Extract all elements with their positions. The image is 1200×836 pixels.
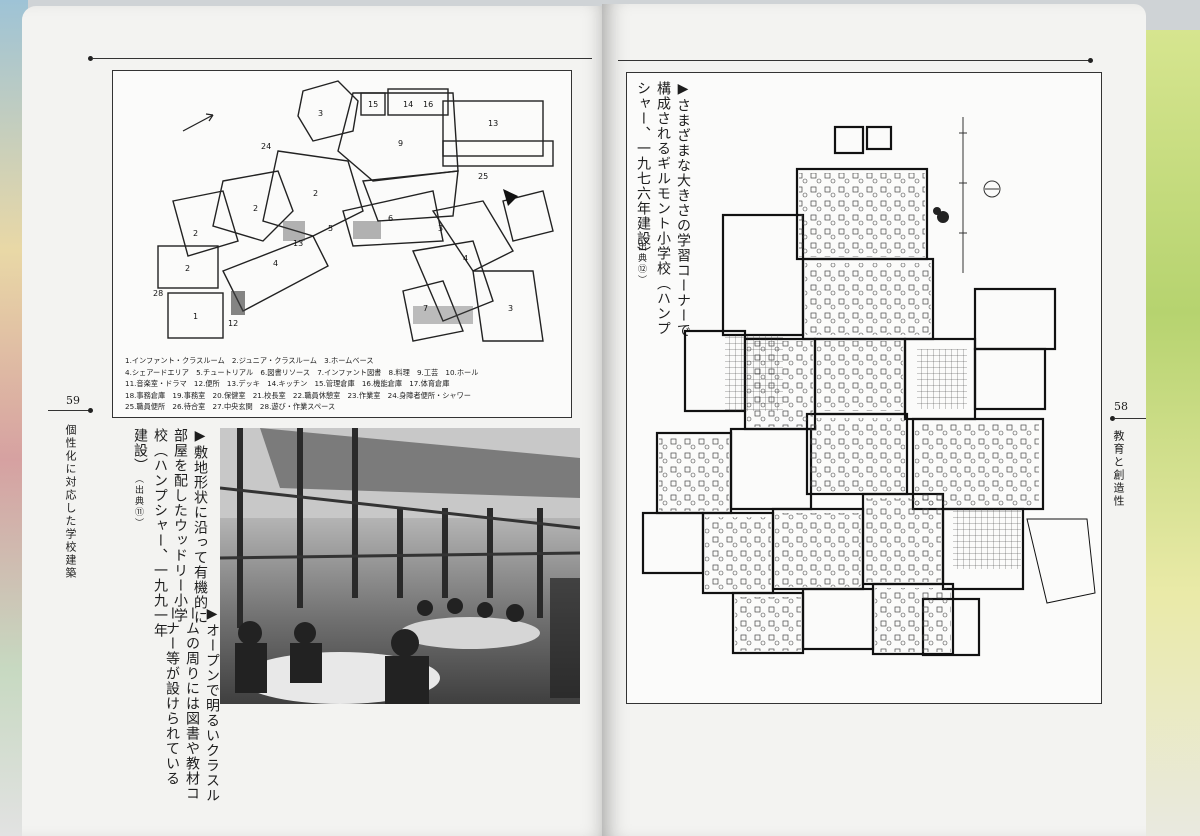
legend-line: 1.インファント・クラスルーム 2.ジュニア・クラスルーム 3.ホームベース bbox=[125, 356, 374, 365]
caption-source: （出典⑪） bbox=[133, 474, 143, 529]
plan-label: 3 bbox=[508, 304, 513, 313]
plan-label: 5 bbox=[328, 224, 333, 233]
classroom-photo bbox=[220, 428, 580, 704]
legend-line: 18.事務倉庫 19.事務室 20.保健室 21.校長室 22.職員休憩室 23… bbox=[125, 390, 471, 400]
plan-label: 4 bbox=[273, 259, 278, 268]
plan-label: 2 bbox=[185, 264, 190, 273]
plan-label: 3 bbox=[318, 109, 323, 118]
top-rule bbox=[92, 58, 592, 59]
caption-line: ▶さまざまな大きさの学習コーナーで bbox=[675, 81, 691, 338]
plan-label: 28 bbox=[153, 289, 163, 298]
plan-label: 1 bbox=[193, 312, 198, 321]
legend-line: 11.音楽室・ドラマ 12.便所 13.デッキ 14.キッチン 15.管理倉庫 … bbox=[125, 379, 450, 388]
book-edge-right bbox=[1140, 30, 1200, 836]
plan-legend: 1.インファント・クラスルーム 2.ジュニア・クラスルーム 3.ホームベース 4… bbox=[125, 355, 478, 413]
caption-line: 建設） bbox=[132, 428, 148, 473]
legend-line: 25.職員便所 26.待合室 27.中央玄関 28.遊び・作業スペース bbox=[125, 402, 336, 411]
right-page: ▶さまざまな大きさの学習コーナーで 構成されるギルモント小学校（ハンプ シャー、… bbox=[602, 4, 1146, 836]
grid-zone bbox=[953, 509, 1021, 569]
page-number: 58 bbox=[1114, 400, 1128, 413]
running-title: 教育と創造性 bbox=[1112, 430, 1125, 508]
plan-label: 3 bbox=[438, 224, 443, 233]
plan-label: 16 bbox=[423, 100, 433, 109]
plan-label: 7 bbox=[423, 304, 428, 313]
rule-dot bbox=[1088, 58, 1093, 63]
plan-label: 6 bbox=[388, 214, 393, 223]
plan-label: 4 bbox=[463, 254, 468, 263]
caption-line: 部屋を配したウッドリー小学 bbox=[172, 428, 188, 623]
page-number: 59 bbox=[66, 394, 80, 407]
woodlea-floor-plan: 3 9 15 14 16 13 2 2 2 2 1 4 5 6 3 4 3 7 … bbox=[153, 80, 554, 342]
caption-line: 校（ハンプシャー、一九九一年 bbox=[152, 428, 168, 638]
side-rule bbox=[48, 410, 92, 411]
caption-line: ーナー等が設けられている bbox=[164, 606, 180, 786]
left-page: 3 9 15 14 16 13 2 2 2 2 1 4 5 6 3 4 3 7 … bbox=[22, 6, 610, 836]
rule-dot bbox=[1110, 416, 1115, 421]
classroom-photo-art bbox=[220, 428, 580, 704]
plan-label: 2 bbox=[193, 229, 198, 238]
caption-source: （出典⑫） bbox=[636, 231, 646, 286]
rule-dot bbox=[88, 408, 93, 413]
plan-label: 13 bbox=[488, 119, 498, 128]
top-rule bbox=[618, 60, 1090, 61]
plan-label: 14 bbox=[403, 100, 413, 109]
side-rule bbox=[1114, 418, 1146, 419]
plan-label: 13 bbox=[293, 239, 303, 248]
caption-line: ームの周りには図書や教材コ bbox=[184, 606, 200, 801]
gillmont-floor-plan bbox=[641, 117, 1096, 657]
plan-label: 15 bbox=[368, 100, 378, 109]
caption-line: ▶オープンで明るいクラスル bbox=[204, 606, 220, 803]
legend-line: 4.シェアードエリア 5.チュートリアル 6.図書リソース 7.インファント図書… bbox=[125, 367, 479, 377]
caption-line: ▶敷地形状に沿って有機的に bbox=[192, 428, 208, 625]
plan-label: 2 bbox=[313, 189, 318, 198]
caption-line: シャー、一九七六年建設） bbox=[635, 81, 651, 261]
plan-label: 2 bbox=[253, 204, 258, 213]
plan-label: 24 bbox=[261, 142, 271, 151]
caption-line: 構成されるギルモント小学校（ハンプ bbox=[655, 81, 671, 336]
grid-zone bbox=[917, 349, 967, 409]
rule-dot bbox=[88, 56, 93, 61]
running-title: 個性化に対応した学校建築 bbox=[64, 424, 77, 580]
plan-label: 9 bbox=[398, 139, 403, 148]
gillmont-plan-figure: ▶さまざまな大きさの学習コーナーで 構成されるギルモント小学校（ハンプ シャー、… bbox=[626, 72, 1102, 704]
plan-label: 25 bbox=[478, 172, 488, 181]
plan-label: 12 bbox=[228, 319, 238, 328]
woodlea-plan-figure: 3 9 15 14 16 13 2 2 2 2 1 4 5 6 3 4 3 7 … bbox=[112, 70, 572, 418]
